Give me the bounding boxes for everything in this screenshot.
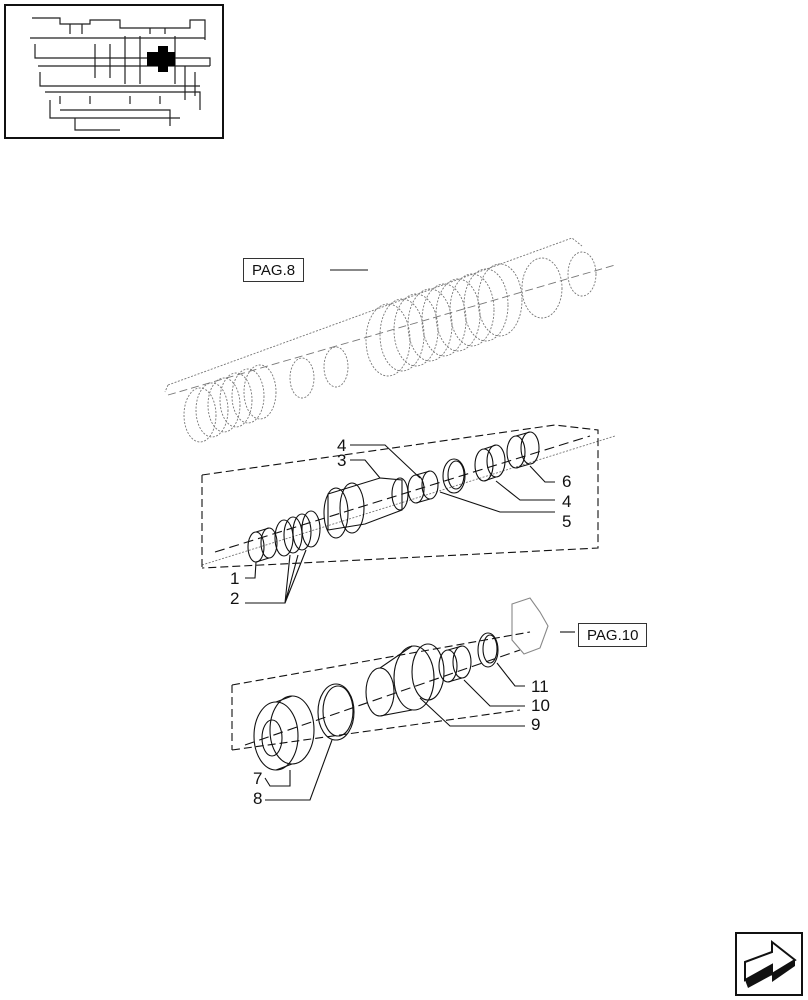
clutch-pack-assembly	[164, 237, 616, 566]
page-reference-upper[interactable]: PAG.8	[243, 258, 305, 282]
callout-11: 11	[531, 677, 549, 696]
callout-4-right: 4	[562, 492, 572, 511]
callout-9: 9	[531, 715, 541, 734]
page-reference-lower[interactable]: PAG.10	[578, 623, 648, 647]
callout-6: 6	[562, 472, 572, 491]
callout-8: 8	[253, 789, 263, 808]
arrow-right-icon[interactable]	[735, 932, 803, 996]
gear-assembly	[231, 269, 575, 801]
callout-3: 3	[337, 451, 347, 470]
callout-2: 2	[230, 589, 240, 608]
callout-7: 7	[253, 769, 263, 788]
locator-thumbnail[interactable]	[4, 4, 224, 139]
callout-1: 1	[230, 569, 240, 588]
shaft-assembly	[201, 424, 599, 604]
callout-4-upper: 4	[337, 436, 347, 455]
callout-10: 10	[531, 696, 550, 715]
callout-5: 5	[562, 512, 572, 531]
